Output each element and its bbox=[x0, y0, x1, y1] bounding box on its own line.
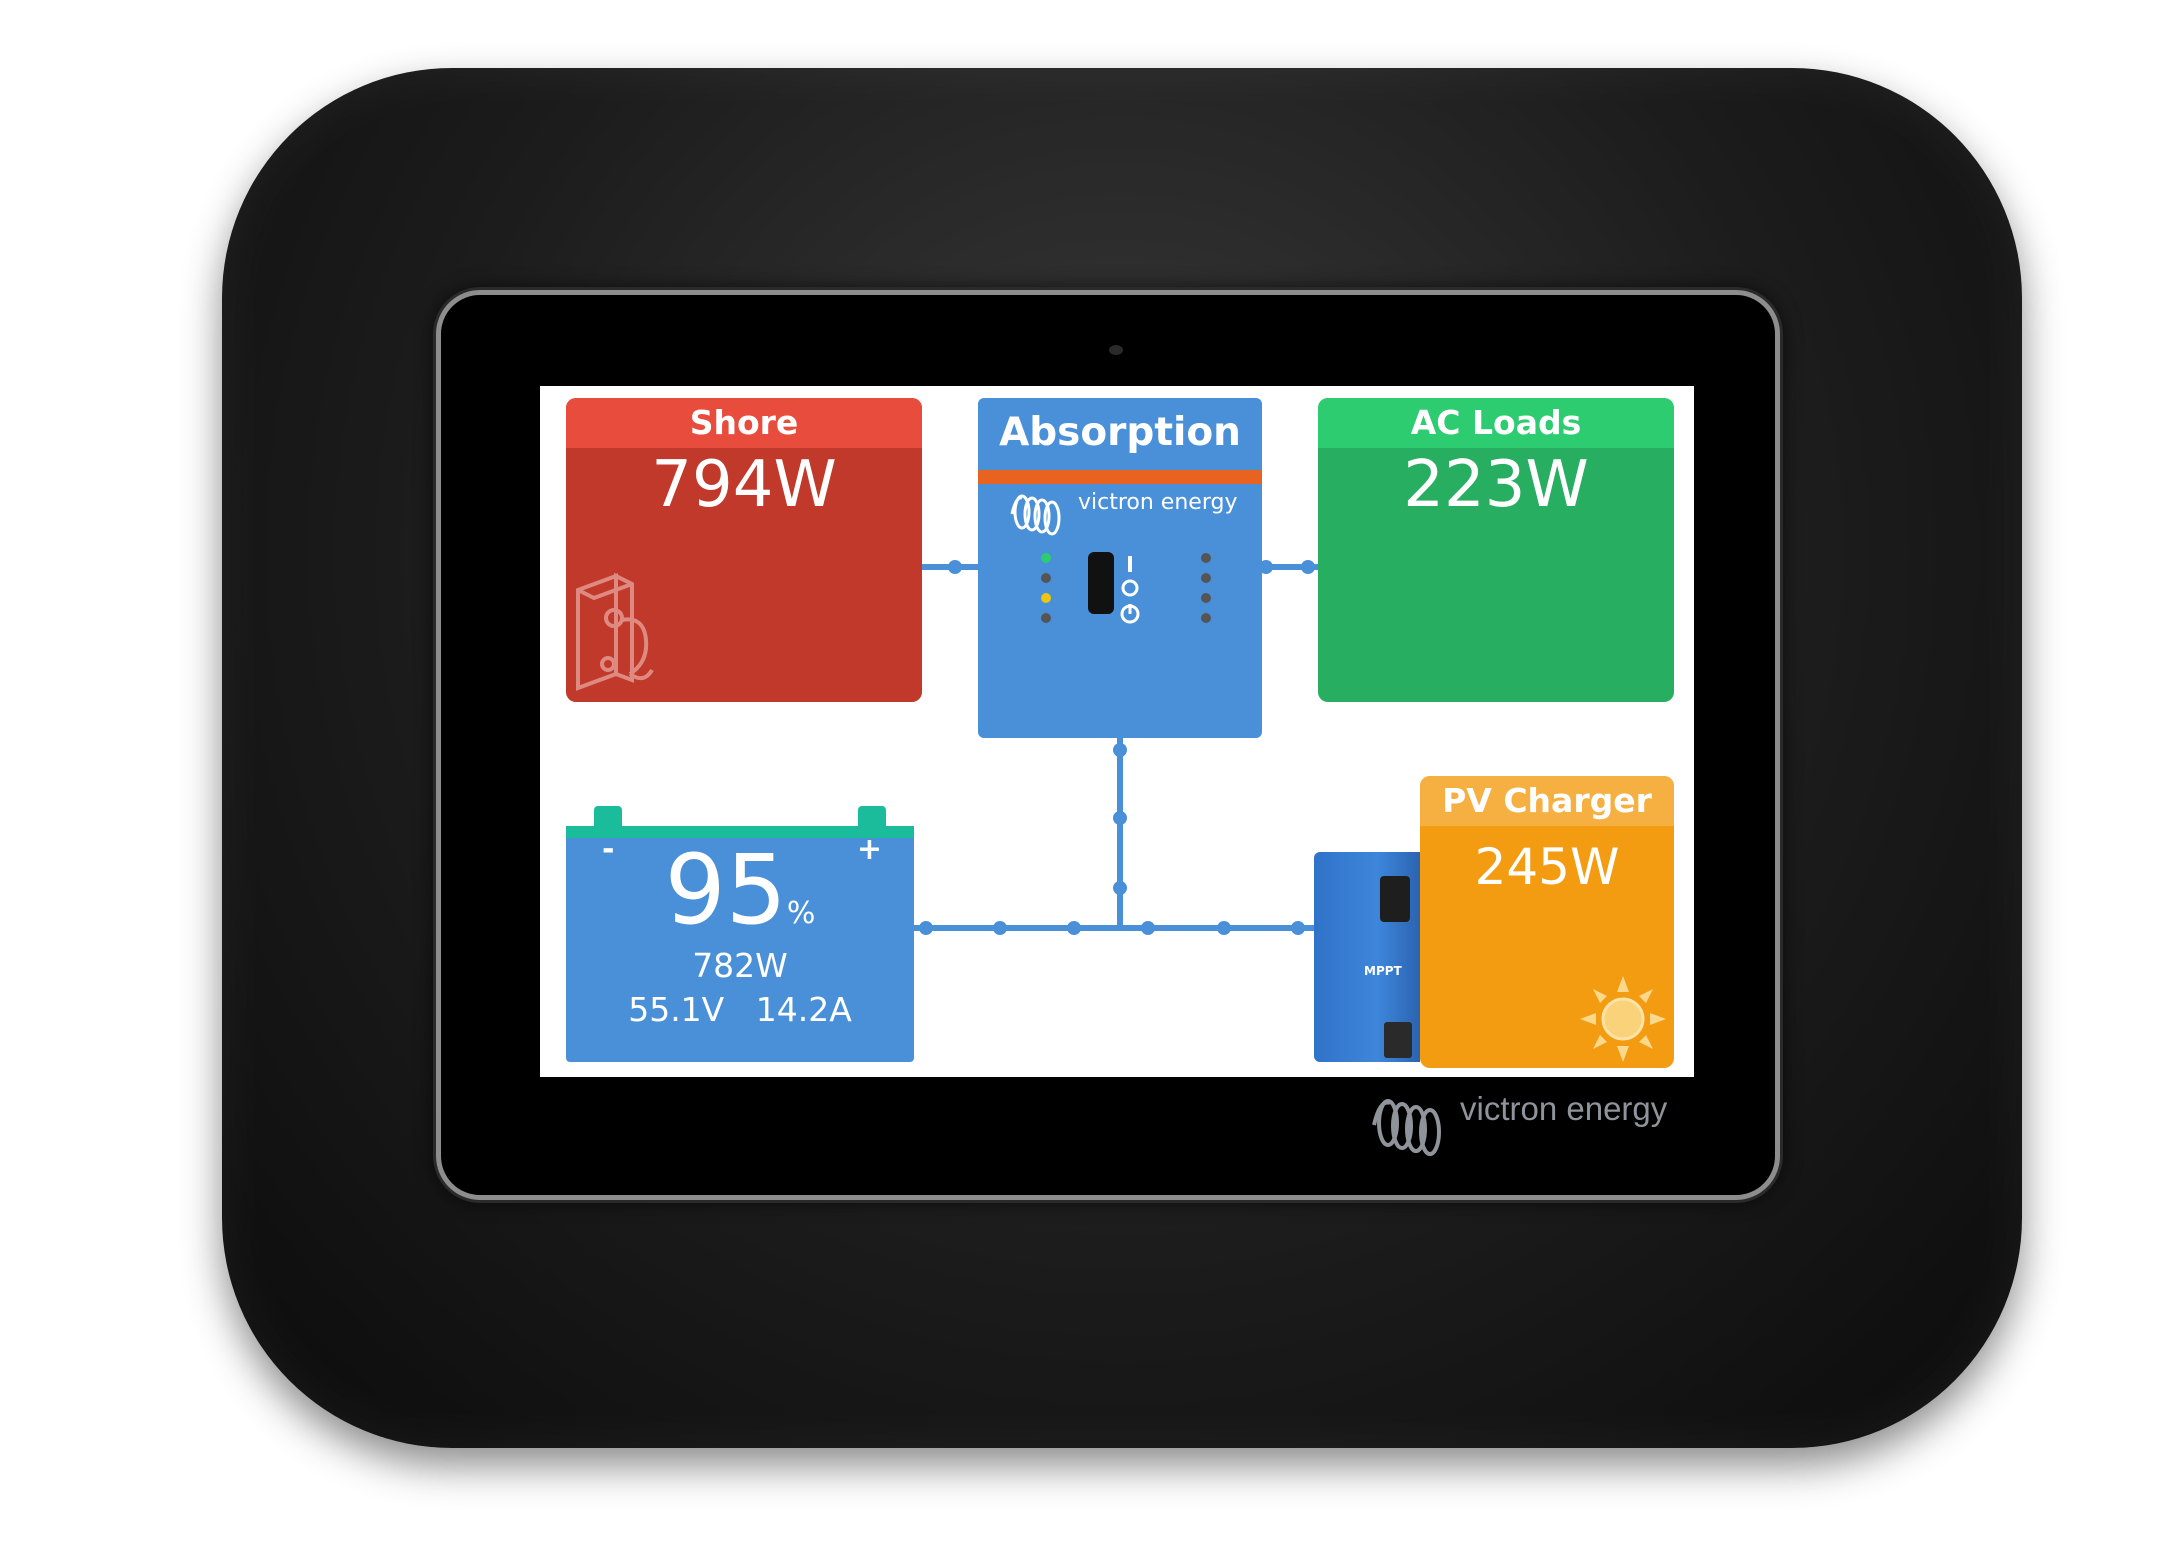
victron-logo-icon bbox=[1010, 494, 1061, 536]
device-brand-label: victron energy bbox=[1460, 1090, 1668, 1127]
mppt-display bbox=[1380, 876, 1410, 922]
camera-lens bbox=[1109, 345, 1123, 355]
plug-socket-icon bbox=[576, 572, 654, 691]
battery-voltage-current: 55.1V 14.2A bbox=[628, 990, 852, 1029]
shore-power: 794W bbox=[651, 448, 837, 522]
battery-terminal-neg bbox=[594, 806, 622, 826]
inverter-front-panel bbox=[1041, 552, 1211, 624]
charger-state: Absorption bbox=[999, 410, 1241, 455]
battery-tile[interactable]: - + 95% 782W 55.1V 14.2A bbox=[566, 806, 914, 1062]
sun-icon bbox=[1580, 976, 1666, 1062]
mppt-connector bbox=[1384, 1022, 1412, 1058]
inverter-stripe bbox=[978, 470, 1262, 484]
shore-tile[interactable]: Shore 794W bbox=[566, 398, 922, 702]
inverter-brand: victron energy bbox=[1078, 490, 1238, 515]
battery-pos-sign: + bbox=[856, 832, 882, 867]
battery-top-bar bbox=[566, 826, 914, 838]
mppt-label: MPPT bbox=[1364, 964, 1402, 978]
touch-screen[interactable]: Shore 794W Absorption bbox=[540, 386, 1694, 1077]
ac-loads-title: AC Loads bbox=[1318, 398, 1674, 448]
pv-charger-tile[interactable]: PV Charger 245W bbox=[1420, 776, 1674, 1068]
ac-loads-power: 223W bbox=[1403, 448, 1589, 522]
pv-charger-power: 245W bbox=[1474, 838, 1620, 896]
battery-soc-value: 95 bbox=[664, 834, 787, 946]
shore-title: Shore bbox=[566, 398, 922, 448]
mppt-device: MPPT bbox=[1314, 852, 1420, 1062]
inverter-charger-tile[interactable]: Absorption victron energy bbox=[978, 398, 1262, 738]
victron-brand-logo-icon bbox=[1372, 1099, 1441, 1156]
battery-soc-unit: % bbox=[786, 896, 816, 931]
pv-charger-title: PV Charger bbox=[1420, 776, 1674, 826]
battery-neg-sign: - bbox=[602, 832, 615, 867]
battery-power: 782W bbox=[692, 946, 788, 985]
battery-soc: 95% bbox=[566, 834, 914, 946]
ac-loads-tile[interactable]: AC Loads 223W bbox=[1318, 398, 1674, 702]
battery-terminal-pos bbox=[858, 806, 886, 826]
